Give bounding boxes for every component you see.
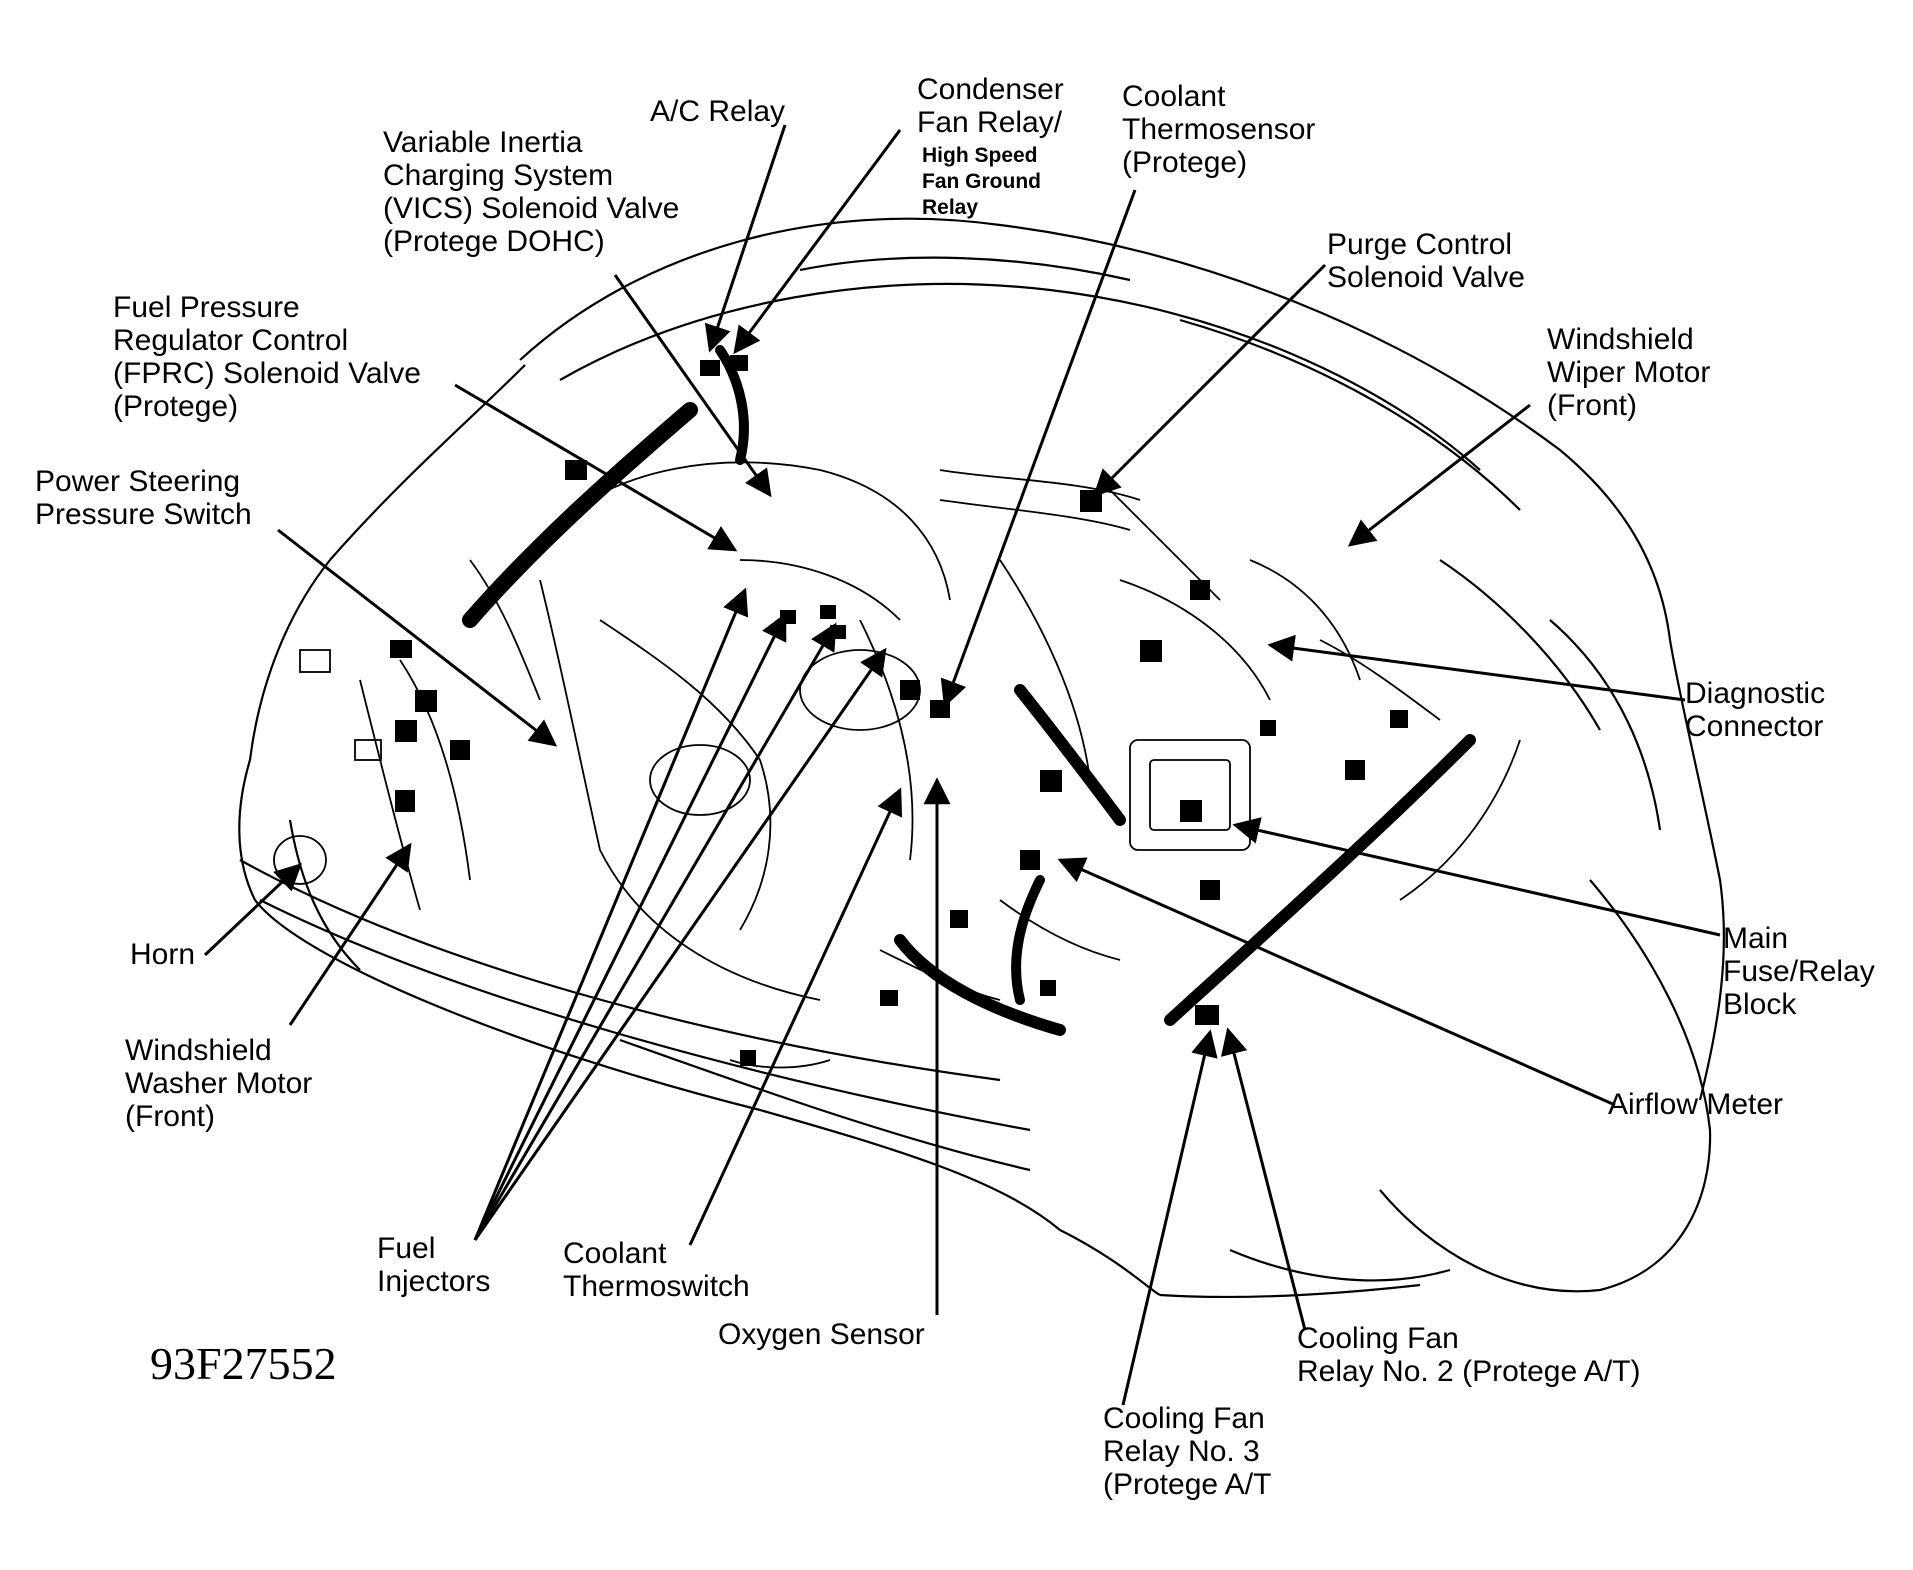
leader-fprc <box>454 383 738 552</box>
leader-cooling-fan-relay-3 <box>1121 1029 1218 1406</box>
leader-fuel-injector-1 <box>473 587 749 1241</box>
leader-coolant-thermosensor <box>940 189 1137 708</box>
label-purge-control-solenoid-valve: Purge Control Solenoid Valve <box>1327 228 1525 294</box>
leader-diagnostic <box>1267 634 1686 702</box>
label-cooling-fan-relay-2: Cooling Fan Relay No. 2 (Protege A/T) <box>1297 1322 1641 1388</box>
leader-airflow-meter <box>1057 857 1616 1107</box>
label-horn: Horn <box>130 938 196 971</box>
leader-coolant-thermoswitch <box>688 787 903 1246</box>
leader-fuel-injector-4 <box>473 647 887 1241</box>
leader-purge-control <box>1093 263 1327 497</box>
leader-wiper-motor <box>1347 403 1531 547</box>
label-main-fuse-relay-block: Main Fuse/Relay Block <box>1723 922 1875 1021</box>
label-fuel-injectors: Fuel Injectors <box>377 1232 491 1298</box>
wiring-harness <box>462 345 1476 1036</box>
label-windshield-washer-motor: Windshield Washer Motor (Front) <box>125 1034 313 1133</box>
label-coolant-thermoswitch: Coolant Thermoswitch <box>563 1237 750 1303</box>
leader-condenser-fan-relay <box>733 129 902 355</box>
label-cooling-fan-relay-3: Cooling Fan Relay No. 3 (Protege A/T <box>1103 1402 1272 1501</box>
leader-fuel-injector-3 <box>473 622 837 1241</box>
label-windshield-wiper-motor: Windshield Wiper Motor (Front) <box>1547 323 1711 422</box>
leader-washer-motor <box>288 842 412 1026</box>
label-diagnostic-connector: Diagnostic Connector <box>1685 677 1826 743</box>
label-oxygen-sensor: Oxygen Sensor <box>718 1318 925 1351</box>
label-ac-relay: A/C Relay <box>650 95 786 128</box>
leader-fuel-injector-2 <box>473 612 787 1241</box>
label-high-speed-fan-ground-relay: High Speed Fan Ground Relay <box>922 144 1041 219</box>
label-airflow-meter: Airflow Meter <box>1608 1088 1784 1121</box>
label-fprc-solenoid-valve: Fuel Pressure Regulator Control (FPRC) S… <box>113 291 421 423</box>
leader-ac-relay <box>704 124 787 353</box>
label-coolant-thermosensor: Coolant Thermosensor (Protege) <box>1122 80 1316 179</box>
leader-vics <box>613 274 772 498</box>
leader-horn <box>203 863 302 957</box>
label-condenser-fan-relay: Condenser Fan Relay/ <box>917 73 1064 139</box>
leader-lines <box>203 124 1721 1406</box>
leader-main-fuse <box>1232 817 1721 937</box>
engine-block-sketch <box>273 461 1521 1069</box>
reference-code: 93F27552 <box>150 1338 337 1389</box>
leader-power-steering <box>277 528 558 747</box>
leader-cooling-fan-relay-2 <box>1220 1027 1307 1331</box>
connector-blocks <box>390 355 1408 1066</box>
label-vics-solenoid-valve: Variable Inertia Charging System (VICS) … <box>383 126 680 258</box>
label-power-steering-pressure-switch: Power Steering Pressure Switch <box>35 465 252 531</box>
